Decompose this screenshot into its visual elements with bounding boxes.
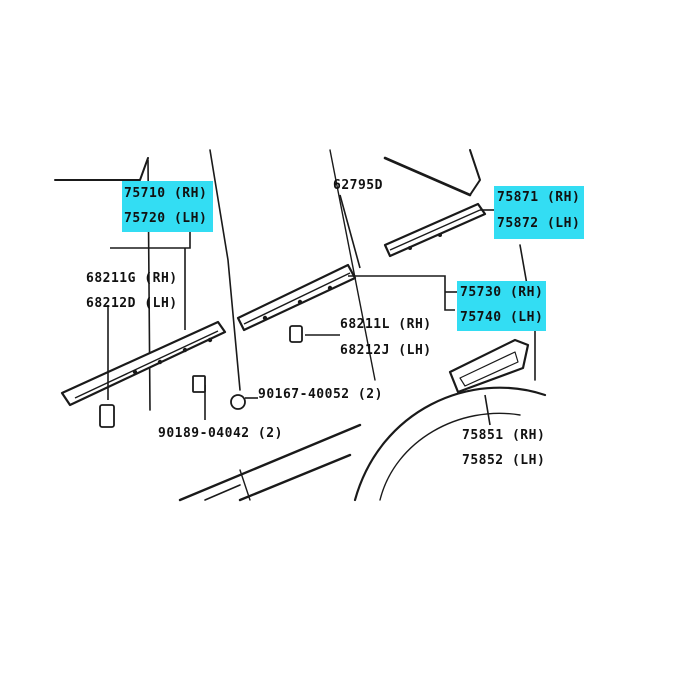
leader-75710 [110,232,191,249]
strip-detail-upper [389,209,481,251]
leader-75851 [484,394,491,426]
strip-detail-front [74,330,219,399]
highlight-75710-group [122,181,213,232]
part-label-75710[interactable]: 75710 (RH) [124,186,208,201]
lower-ext-line [239,469,251,501]
clip-icon [289,325,303,343]
clip-dot [207,337,213,343]
lower-body-line [178,423,362,502]
clip-dot [297,299,303,305]
clip-icon [99,404,115,428]
part-label-68212j[interactable]: 68212J (LH) [340,343,432,358]
moulding-door-strip [236,263,357,332]
nut-icon [230,394,246,410]
part-label-75851[interactable]: 75851 (RH) [462,428,546,443]
door-center-line [329,149,376,381]
clip-dot [408,246,412,250]
strip-detail-door [243,272,351,325]
part-label-75720[interactable]: 75720 (LH) [124,211,208,226]
part-label-62795d[interactable]: 62795D [333,178,383,193]
wheel-arch-inner [379,412,521,501]
clip-dot [132,369,138,375]
highlight-75730-group [457,281,546,331]
body-edge-line [54,157,149,181]
part-label-90189[interactable]: 90189-04042 (2) [158,426,283,441]
clip-dot [438,233,442,237]
window-corner [469,149,481,196]
wheel-arch-outer [353,386,547,502]
part-label-90167[interactable]: 90167-40052 (2) [258,387,383,402]
part-label-68212d[interactable]: 68212D (LH) [86,296,178,311]
part-label-75871[interactable]: 75871 (RH) [497,190,581,205]
rocker-end-line [204,484,241,501]
moulding-rear-inner [459,351,519,387]
part-label-75740[interactable]: 75740 (LH) [460,310,544,325]
part-label-68211l[interactable]: 68211L (RH) [340,317,432,332]
clip-dot [157,359,163,365]
highlight-75871-group [494,186,584,239]
rocker-line [238,453,352,502]
bolt-icon [192,375,206,393]
clip-dot [327,285,333,291]
part-label-75872[interactable]: 75872 (LH) [497,216,581,231]
part-label-75852[interactable]: 75852 (LH) [462,453,546,468]
part-label-75730[interactable]: 75730 (RH) [460,285,544,300]
leader-62795d [339,194,361,269]
part-label-68211g[interactable]: 68211G (RH) [86,271,178,286]
roof-line [383,156,472,197]
clip-dot [262,315,268,321]
door-edge-line [209,149,241,391]
clip-dot [182,347,188,353]
leader-75730 [348,275,455,311]
